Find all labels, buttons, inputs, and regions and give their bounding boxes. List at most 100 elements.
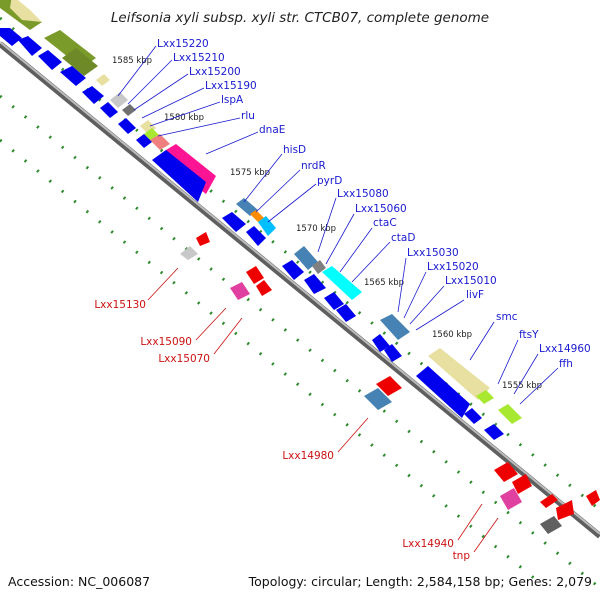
reverse-gene — [230, 282, 250, 300]
gene-label-lxx15130[interactable]: Lxx15130 — [94, 299, 146, 311]
cds-arrow — [60, 66, 86, 86]
tick-line-outer — [0, 138, 541, 585]
label-leader — [519, 367, 559, 405]
accession-text: Accession: NC_006087 — [8, 574, 150, 589]
gene-label-lxx15030[interactable]: Lxx15030 — [407, 247, 459, 259]
label-leader — [403, 271, 427, 319]
gene-label-lxx15020[interactable]: Lxx15020 — [427, 261, 479, 273]
label-leader — [409, 285, 445, 325]
cds-arrow — [18, 36, 42, 56]
cds-arrow — [484, 424, 504, 440]
reverse-gene — [556, 500, 574, 520]
gene-label-rlu[interactable]: rlu — [241, 110, 255, 122]
gene-label-lxx15220[interactable]: Lxx15220 — [157, 38, 209, 50]
reverse-gene — [196, 232, 210, 246]
label-leader — [267, 183, 317, 223]
gene-label-livf[interactable]: livF — [466, 289, 484, 301]
gene-label-hisd[interactable]: hisD — [283, 144, 306, 156]
tick-line-upper — [0, 16, 600, 512]
label-leader — [133, 73, 189, 111]
gene-label-lxx15190[interactable]: Lxx15190 — [205, 80, 257, 92]
label-leader — [351, 241, 391, 283]
label-leader — [457, 503, 483, 541]
gene-label-lxx14940[interactable]: Lxx14940 — [402, 538, 454, 550]
gene-label-ctac[interactable]: ctaC — [373, 217, 397, 229]
gene-label-ffh[interactable]: ffh — [559, 358, 573, 370]
reverse-gene — [364, 388, 392, 410]
label-leader — [415, 299, 465, 331]
reverse-genes — [180, 232, 600, 534]
cds-arrow — [416, 366, 470, 418]
feature-bar — [96, 74, 110, 86]
reverse-gene — [494, 462, 518, 482]
forward-labels: Lxx15220 Lxx15210 Lxx15200 Lxx15190 lspA… — [117, 38, 591, 405]
cds-arrow — [372, 334, 390, 352]
feature-bar — [62, 48, 98, 76]
gene-label-lxx15090[interactable]: Lxx15090 — [140, 336, 192, 348]
label-leader — [243, 153, 283, 203]
cds-arrow — [464, 408, 482, 424]
gene-label-smc[interactable]: smc — [496, 311, 518, 323]
gene-label-lspa[interactable]: lspA — [221, 94, 244, 106]
gene-label-lxx15210[interactable]: Lxx15210 — [173, 52, 225, 64]
gene-label-ctad[interactable]: ctaD — [391, 232, 415, 244]
gene-label-ftsy[interactable]: ftsY — [519, 329, 539, 341]
label-leader — [497, 339, 519, 385]
gene-label-lxx15070[interactable]: Lxx15070 — [158, 353, 210, 365]
feature-bar — [476, 390, 494, 404]
feature-bar — [236, 198, 258, 216]
cds-arrow — [0, 28, 22, 46]
cds-arrow — [152, 150, 206, 202]
feature-bar — [250, 210, 264, 222]
tick-line-lower — [0, 94, 600, 590]
gene-label-lxx15200[interactable]: Lxx15200 — [189, 66, 241, 78]
feature-bar — [294, 246, 318, 270]
label-leader — [255, 169, 301, 213]
gene-label-lxx14960[interactable]: Lxx14960 — [539, 343, 591, 355]
label-leader — [157, 117, 241, 137]
reverse-gene — [500, 488, 522, 510]
label-leader — [473, 517, 499, 553]
label-leader — [469, 321, 495, 361]
label-leader — [149, 101, 221, 127]
cds-arrow — [222, 212, 246, 232]
gene-label-lxx15080[interactable]: Lxx15080 — [337, 188, 389, 200]
kbp-label: 1575 kbp — [230, 168, 270, 178]
feature-bar — [322, 266, 362, 300]
reverse-gene — [376, 376, 402, 396]
kbp-label: 1565 kbp — [364, 278, 404, 288]
cds-arrow — [304, 274, 326, 294]
label-leader — [205, 131, 259, 155]
reverse-gene — [246, 266, 264, 284]
gene-label-lxx15060[interactable]: Lxx15060 — [355, 203, 407, 215]
gene-label-dnae[interactable]: dnaE — [259, 124, 285, 136]
feature-bar — [122, 104, 136, 116]
feature-bar — [380, 314, 410, 340]
kbp-label: 1580 kbp — [164, 113, 204, 123]
kbp-label: 1570 kbp — [296, 224, 336, 234]
label-leader — [147, 267, 179, 301]
feature-bar — [150, 134, 170, 150]
feature-bar — [312, 260, 326, 274]
cds-arrow — [118, 118, 136, 134]
gene-label-pyrd[interactable]: pyrD — [317, 175, 342, 187]
label-leader — [127, 59, 173, 105]
gene-label-nrdr[interactable]: nrdR — [301, 160, 326, 172]
feature-bar — [110, 92, 128, 108]
label-leader — [325, 213, 355, 265]
reverse-gene — [180, 246, 198, 260]
gene-label-lxx14980[interactable]: Lxx14980 — [282, 450, 334, 462]
reverse-gene — [512, 474, 532, 494]
cds-arrow — [246, 226, 266, 246]
cds-arrow — [282, 260, 304, 280]
reverse-gene — [540, 494, 558, 508]
topology-text: Topology: circular; Length: 2,584,158 bp… — [248, 574, 592, 589]
label-leader — [397, 257, 407, 313]
feature-bar — [258, 216, 276, 236]
label-leader — [117, 45, 157, 97]
reverse-gene — [540, 516, 562, 534]
label-leader — [195, 307, 227, 341]
gene-label-lxx15010[interactable]: Lxx15010 — [445, 275, 497, 287]
gene-label-tnp[interactable]: tnp — [453, 550, 471, 562]
reverse-gene — [256, 280, 272, 296]
